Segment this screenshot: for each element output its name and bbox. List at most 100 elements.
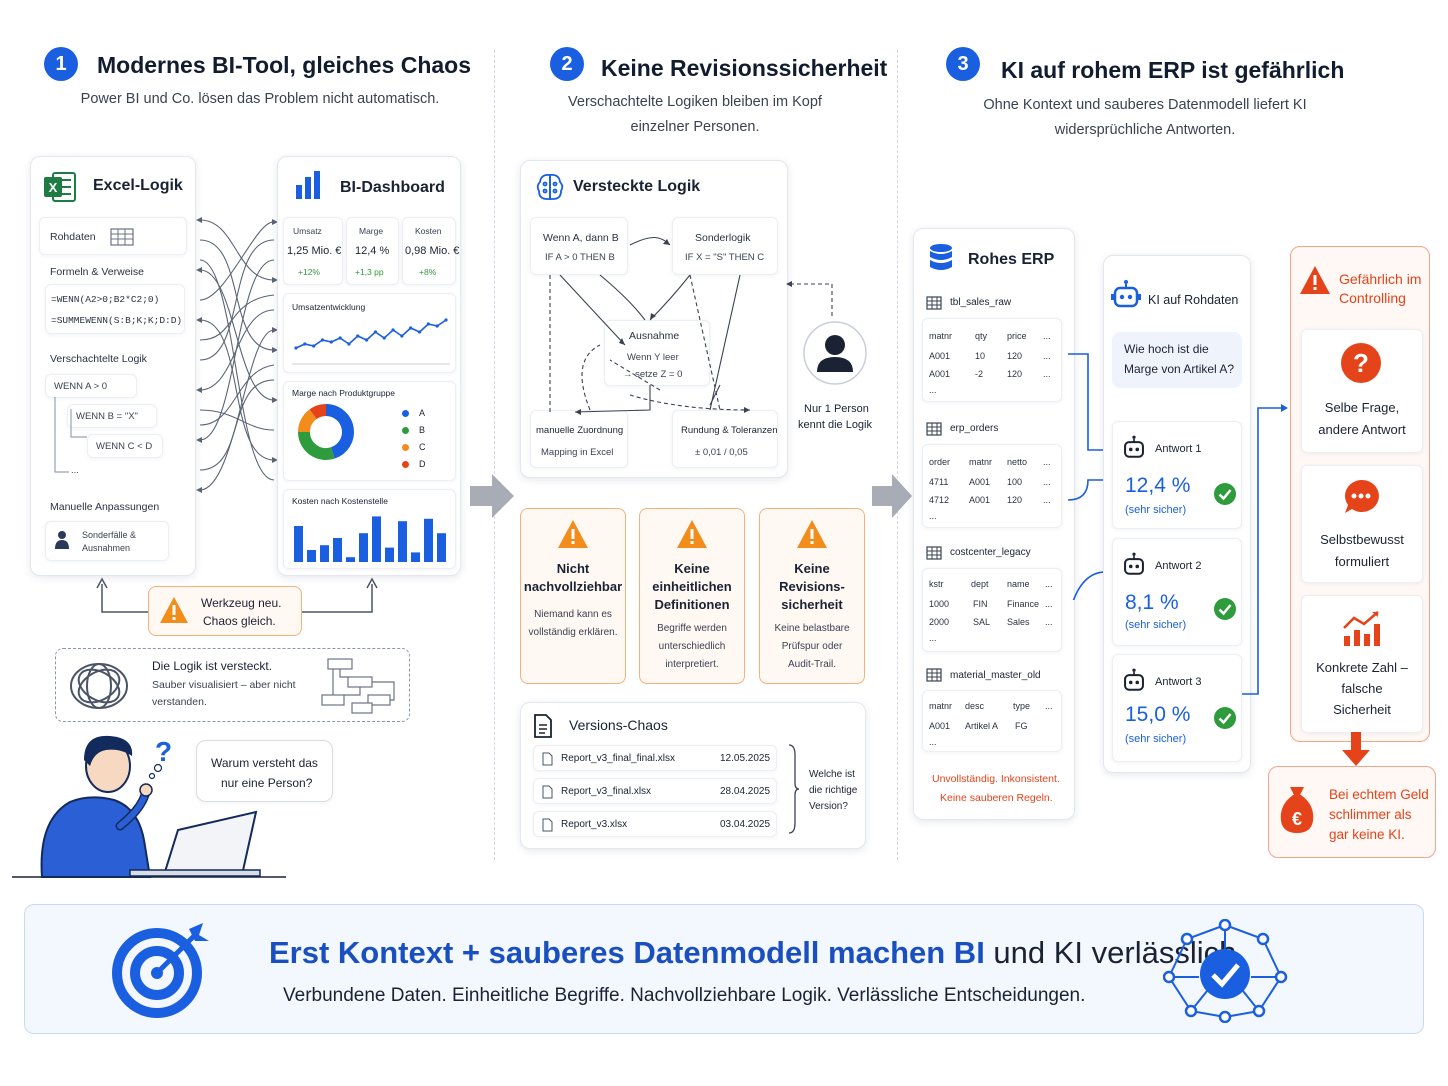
hidden-logic-line2: verstanden. [152, 696, 207, 708]
which-version-1: Welche ist [809, 769, 855, 780]
issue-desc: Begriffe werden [657, 623, 727, 634]
hidden-logic-line1: Sauber visualisiert – aber nicht [152, 679, 296, 691]
file-row[interactable]: Report_v3_final_final.xlsx 12.05.2025 [533, 745, 777, 771]
brain-icon [536, 173, 564, 200]
if-node-2-label: WENN B = "X" [76, 411, 138, 422]
cost-bar [294, 526, 303, 562]
donut-slice [325, 404, 354, 459]
legend-item: B [402, 425, 425, 435]
bi-dashboard-title: BI-Dashboard [340, 179, 445, 196]
file-date: 28.04.2025 [720, 786, 771, 797]
column-divider [897, 50, 898, 860]
danger-item: ? Selbe Frage, andere Antwort [1301, 329, 1423, 453]
issue-title: sicherheit [781, 597, 843, 612]
svg-text:?: ? [1353, 348, 1369, 378]
donut-slice [298, 431, 335, 460]
donut-chart [298, 404, 354, 460]
trend-point [338, 336, 342, 340]
question-icon: ? [1341, 343, 1381, 383]
warning-icon [797, 520, 827, 548]
danger-item-line2: formuliert [1334, 554, 1390, 569]
issue-card-traceability: Nicht nachvollziehbar Niemand kann es vo… [520, 508, 626, 684]
answer-value: 12,4 % [1125, 474, 1191, 497]
trend-point [409, 326, 413, 330]
trend-point [400, 334, 404, 338]
column-3-lead: Ohne Kontext und sauberes Datenmodell li… [983, 97, 1307, 138]
step-2-badge: 2 [550, 47, 584, 81]
table-icon [926, 296, 942, 310]
file-row[interactable]: Report_v3.xlsx 03.04.2025 [533, 811, 777, 837]
callout-line2: Chaos gleich. [203, 614, 276, 628]
answer-note: (sehr sicher) [1125, 504, 1187, 516]
trend-point [426, 322, 430, 326]
answer-card: Antwort 2 8,1 % (sehr sicher) [1112, 538, 1242, 646]
nested-ellipsis: ... [71, 465, 79, 476]
kpi-value: 1,25 Mio. € [287, 245, 342, 257]
step-3-badge: 3 [946, 47, 980, 81]
legend-label: C [419, 442, 426, 452]
kpi-label: Umsatz [293, 226, 322, 236]
legend-dot [402, 410, 409, 418]
svg-text:€: € [1292, 809, 1302, 829]
real-money-callout: € Bei echtem Geld schlimmer als gar kein… [1268, 766, 1436, 858]
issue-desc: Prüfspur oder [781, 641, 843, 652]
issue-desc: vollständig erklären. [528, 627, 618, 638]
if-node-1: WENN A > 0 [45, 374, 137, 398]
thought-bubble: Warum versteht das nur eine Person? [196, 740, 333, 802]
table-name: erp_orders [950, 423, 999, 434]
check-icon [1214, 707, 1236, 729]
formula-box: =WENN(A2>0;B2*C2;0) =SUMMEWENN(S:B;K;K;D… [45, 284, 185, 334]
file-icon [542, 818, 553, 832]
money-bag-icon: € [1280, 787, 1314, 833]
flow-arrow [470, 474, 514, 518]
logic-node-sub: Wenn Y leer [627, 352, 679, 363]
trend-point [320, 338, 325, 342]
file-name: Report_v3_final_final.xlsx [561, 753, 675, 764]
formula-1: =WENN(A2>0;B2*C2;0) [51, 294, 160, 305]
trend-point [444, 318, 448, 322]
bracket [788, 744, 799, 834]
thought-line2: nur eine Person? [221, 776, 313, 790]
danger-item-line2: andere Antwort [1318, 422, 1406, 437]
issue-title: Definitionen [654, 597, 730, 612]
answer-card: Antwort 1 12,4 % (sehr sicher) [1112, 421, 1242, 529]
danger-item-line1: Selbstbewusst [1320, 532, 1404, 547]
legend-item: D [402, 459, 426, 469]
legend-dot [402, 444, 409, 452]
formeln-label: Formeln & Verweise [50, 266, 144, 278]
issue-desc: Niemand kann es [534, 609, 612, 620]
person-avatar-icon [803, 321, 867, 385]
svg-text:X: X [49, 180, 58, 195]
question-line1: Wie hoch ist die [1124, 342, 1209, 356]
cost-bar [372, 516, 381, 562]
trend-point [391, 328, 395, 332]
nested-logic-label: Verschachtelte Logik [50, 353, 147, 365]
money-line1: Bei echtem Geld [1329, 787, 1429, 802]
version-chaos-card: Versions-Chaos Report_v3_final_final.xls… [520, 702, 866, 849]
logic-node-sub: → setze Z = 0 [623, 369, 683, 380]
file-icon [542, 785, 553, 799]
trend-line [295, 319, 447, 349]
column-divider [494, 50, 495, 860]
danger-item-line3: Sicherheit [1333, 702, 1391, 717]
logic-node-special: Sonderlogik IF X = "S" THEN C [672, 217, 778, 275]
table-name: material_master_old [950, 670, 1041, 681]
issue-desc: Audit-Trail. [788, 659, 836, 670]
document-icon [534, 714, 552, 738]
kpi-value: 0,98 Mio. € [405, 245, 460, 257]
person-caption-2: kennt die Logik [798, 419, 872, 431]
ki-raw-title: KI auf Rohdaten [1148, 293, 1239, 307]
file-row[interactable]: Report_v3_final.xlsx 28.04.2025 [533, 778, 777, 804]
logic-node-title: Wenn A, dann B [543, 232, 619, 244]
formula-2: =SUMMEWENN(S:B;K;K;D:D) [51, 315, 183, 326]
table-icon [926, 422, 942, 436]
danger-item-line2: falsche [1341, 681, 1383, 696]
thinking-person-illustration [12, 735, 286, 878]
table-name: costcenter_legacy [950, 547, 1031, 558]
cost-bar [385, 547, 394, 562]
kpi-label: Kosten [415, 226, 442, 236]
trend-chart-title: Umsatzentwicklung [292, 302, 366, 312]
issue-title: einheitlichen [652, 579, 732, 594]
